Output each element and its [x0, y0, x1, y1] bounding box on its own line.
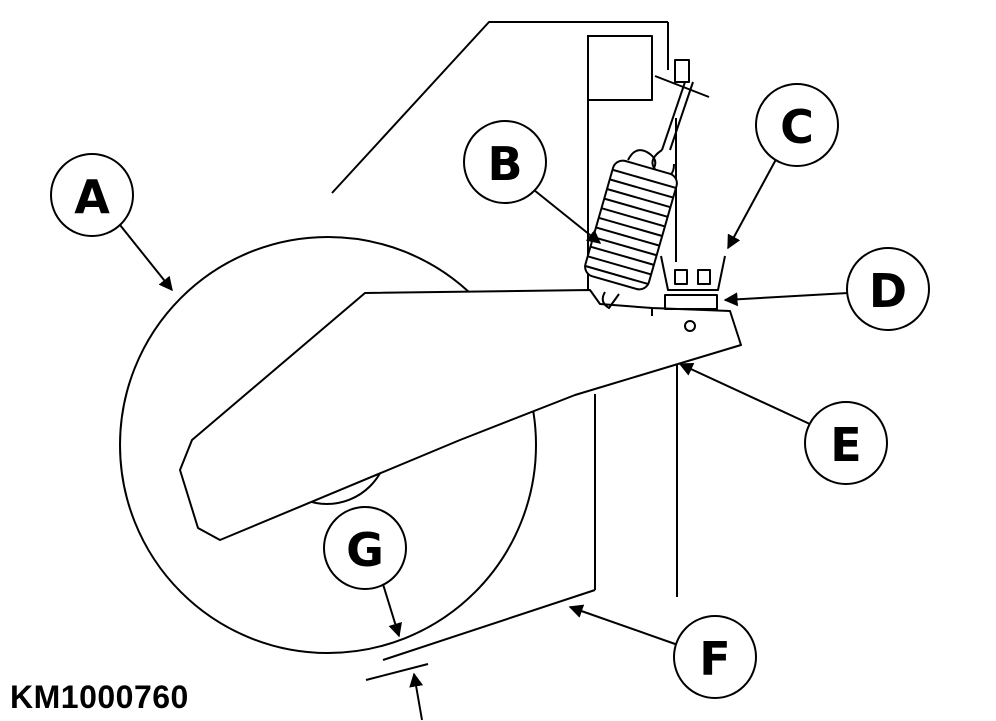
- callout-b-circle: [463, 120, 547, 204]
- plate-d: [664, 294, 718, 310]
- arm-body: [179, 289, 742, 541]
- callout-c-label: C: [780, 100, 814, 154]
- leader-f: [568, 604, 679, 646]
- callout-g-circle: [323, 506, 407, 590]
- callout-d-circle: [846, 247, 930, 331]
- callout-a-circle: [50, 153, 134, 237]
- leader-g-bottom: [409, 672, 424, 721]
- leader-e: [678, 362, 813, 426]
- frame-bottom-edge: [382, 589, 596, 661]
- leader-b: [533, 189, 602, 244]
- callout-d-label: D: [869, 264, 907, 318]
- arm-pivot-nut: [684, 320, 696, 332]
- frame-top-diagonal: [331, 21, 668, 194]
- reference-line: [365, 663, 429, 681]
- spring: [584, 149, 678, 309]
- leader-a: [119, 224, 173, 292]
- callout-a-label: A: [74, 170, 110, 224]
- figure-id: KM1000760: [10, 679, 189, 715]
- leader-d: [723, 292, 849, 307]
- callout-e-circle: [804, 401, 888, 485]
- callout-c-circle: [755, 83, 839, 167]
- bracket-nut-2: [697, 269, 711, 285]
- bracket-nut-1: [674, 269, 688, 285]
- callout-g-label: G: [346, 523, 384, 577]
- rod-bracket: [654, 75, 710, 98]
- rod-shaft-2: [669, 81, 694, 151]
- callout-b-label: B: [487, 137, 522, 191]
- rod-shaft-1: [661, 81, 686, 151]
- callout-e-label: E: [830, 418, 861, 472]
- leader-c: [727, 151, 781, 250]
- callout-f-circle: [673, 615, 757, 699]
- u-bracket: [660, 255, 726, 291]
- frame-block: [587, 35, 653, 101]
- callout-f-label: F: [699, 632, 730, 686]
- rod-nut-top: [674, 59, 690, 83]
- wheel-outer: [119, 236, 537, 654]
